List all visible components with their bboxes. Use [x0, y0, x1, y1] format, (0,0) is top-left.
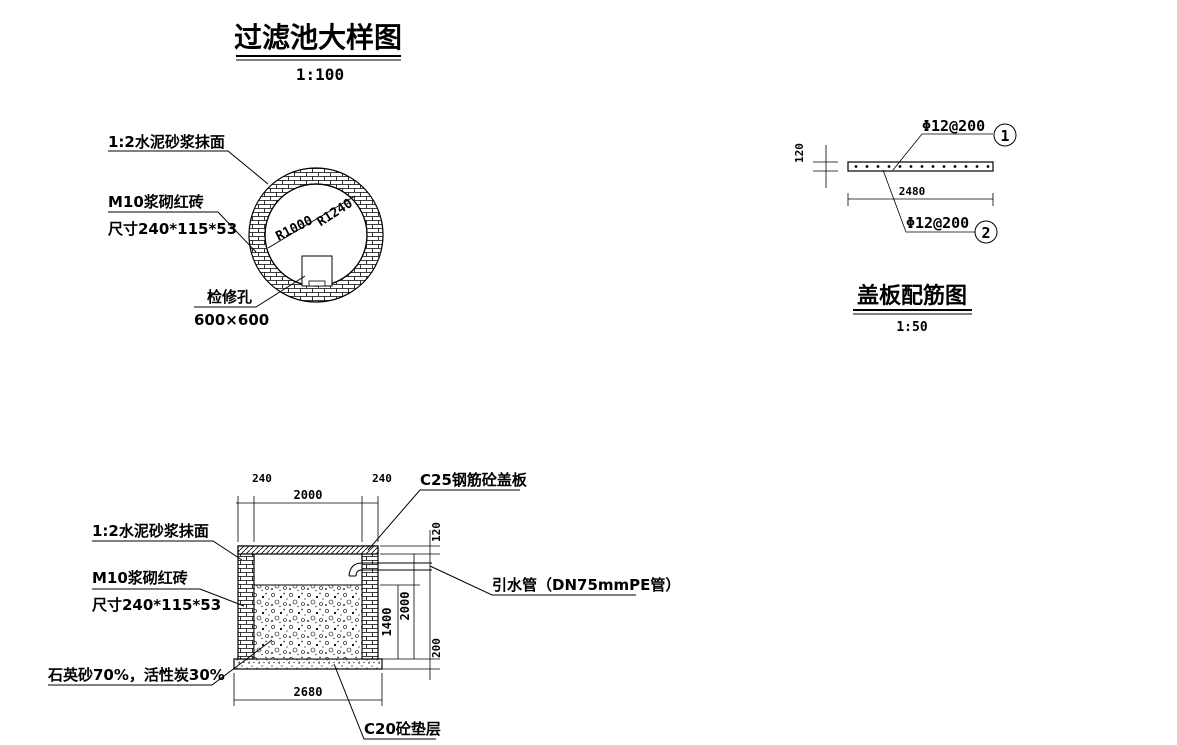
- section-brick-size: 尺寸240*115*53: [92, 596, 221, 614]
- hatch-leader: [194, 275, 306, 308]
- rebar-top-leader: [892, 133, 993, 171]
- rebar-bottom-label: Φ12@200: [906, 214, 969, 232]
- section-brick-label: M10浆砌红砖: [92, 569, 188, 587]
- main-title-block: 过滤池大样图 1:100: [234, 21, 402, 84]
- dim-base: 200: [430, 638, 443, 658]
- plan-brick-size: 尺寸240*115*53: [108, 220, 237, 238]
- rebar-bottom-mark-circle: [974, 220, 998, 244]
- rebar-bottom-mark: 2: [981, 224, 990, 242]
- rebar-dot: [931, 165, 935, 168]
- section-view: 240 2000 240 C25钢筋砼盖板 1:2水泥砂浆抹面 M10浆砌红砖 …: [47, 471, 680, 740]
- rebar-dot: [964, 165, 968, 168]
- rebar-dots: [854, 165, 990, 168]
- rebar-bottom-leader: [882, 169, 975, 233]
- dim-wall-right: 240: [372, 472, 392, 485]
- main-title-scale: 1:100: [296, 65, 344, 84]
- cover-leader: [367, 489, 520, 551]
- rebar-dot: [986, 165, 990, 168]
- slab-length: 2480: [899, 185, 926, 198]
- dim-wall-left: 240: [252, 472, 272, 485]
- plan-finish-leader: [108, 150, 269, 185]
- media-leader: [48, 639, 273, 686]
- dim-height: 2000: [398, 592, 412, 621]
- rebar-dot: [942, 165, 946, 168]
- pipe-outline: [362, 562, 432, 571]
- rebar-top-label: Φ12@200: [922, 117, 985, 135]
- section-finish-label: 1:2水泥砂浆抹面: [92, 522, 209, 540]
- pipe-label: 引水管（DN75mmPE管）: [492, 576, 680, 594]
- cover-slab: [237, 545, 379, 555]
- concrete-base: [233, 658, 383, 670]
- left-wall: [237, 545, 255, 660]
- base-leader: [333, 663, 436, 740]
- slab-outline: [847, 161, 994, 172]
- slab-title: 盖板配筋图: [857, 283, 967, 309]
- rebar-dot: [898, 165, 902, 168]
- outer-radius-label: R1240: [315, 196, 356, 230]
- rebar-dot: [876, 165, 880, 168]
- radius-line: [267, 195, 356, 249]
- base-label: C20砼垫层: [364, 720, 441, 738]
- filter-media: [253, 584, 363, 660]
- hatch-size: 600×600: [194, 311, 269, 329]
- rebar-dot: [953, 165, 957, 168]
- pipe-elbow: [348, 562, 363, 577]
- slab-thickness: 120: [793, 143, 806, 163]
- hatch-step: [308, 280, 326, 287]
- rebar-dot: [975, 165, 979, 168]
- pipe-leader: [429, 565, 636, 596]
- dim-slab: 120: [430, 522, 443, 542]
- cover-label: C25钢筋砼盖板: [420, 471, 528, 489]
- rebar-dot: [854, 165, 858, 168]
- inner-radius-label: R1000: [274, 213, 316, 244]
- rebar-top-mark: 1: [1000, 127, 1009, 145]
- rebar-dot: [920, 165, 924, 168]
- hatch-label: 检修孔: [207, 288, 252, 306]
- plan-view: R1000 R1240 1:2水泥砂浆抹面 M10浆砌红砖 尺寸240*115*…: [108, 133, 384, 329]
- rebar-dot: [887, 165, 891, 168]
- rebar-top-mark-circle: [993, 123, 1017, 147]
- rebar-dot: [909, 165, 913, 168]
- plan-brick-leader: [108, 211, 257, 253]
- plan-finish-label: 1:2水泥砂浆抹面: [108, 133, 225, 151]
- dim-fill: 1400: [380, 608, 394, 637]
- main-title: 过滤池大样图: [234, 21, 402, 54]
- section-finish-leader: [92, 540, 243, 561]
- section-brick-leader: [92, 588, 245, 607]
- dim-width: 2680: [294, 685, 323, 699]
- media-label: 石英砂70%，活性炭30%: [47, 666, 225, 684]
- slab-detail: 120 2480 Φ12@200 1 Φ12@200 2 盖板配筋图 1:50: [793, 117, 1017, 335]
- rebar-dot: [865, 165, 869, 168]
- slab-scale: 1:50: [896, 320, 927, 335]
- dim-inner: 2000: [294, 488, 323, 502]
- plan-brick-label: M10浆砌红砖: [108, 193, 204, 211]
